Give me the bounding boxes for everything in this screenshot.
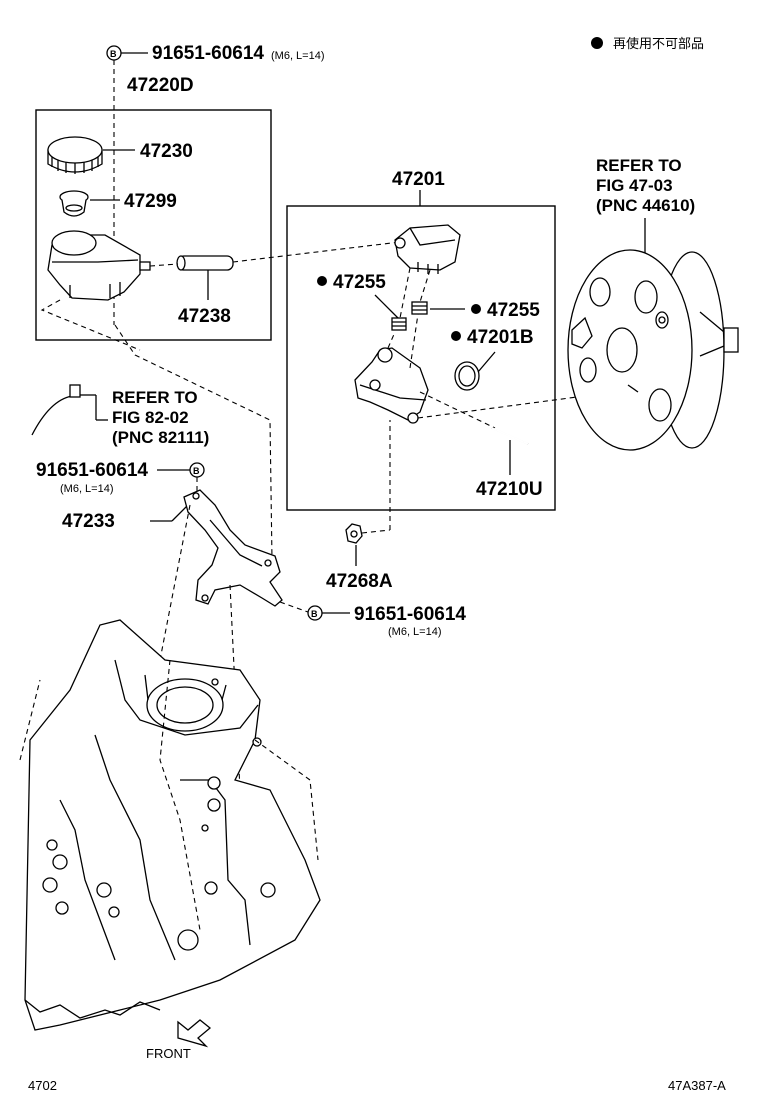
refer-sensor-line3: (PNC 82111) <box>112 428 209 447</box>
grommet <box>59 190 89 217</box>
oring-label: 47201B <box>467 327 534 348</box>
front-label: FRONT <box>146 1046 191 1061</box>
plug-right <box>411 301 428 315</box>
refer-booster-line1: REFER TO <box>596 156 682 175</box>
master-cylinder-box <box>286 205 556 511</box>
plug-left <box>391 317 407 331</box>
non-reusable-marker-icon <box>317 276 327 286</box>
master-cylinder-head <box>394 224 461 274</box>
bolt-icon: B <box>189 462 205 478</box>
bolt-icon: B <box>307 605 323 621</box>
reservoir-tank <box>47 230 151 301</box>
non-reusable-marker-icon <box>471 304 481 314</box>
master-cylinder-body <box>354 347 429 424</box>
refer-booster-line2: FIG 47-03 <box>596 176 673 195</box>
svg-text:B: B <box>110 49 117 59</box>
plug-right-label: 47255 <box>487 300 540 321</box>
bolt-icon: B <box>106 45 122 61</box>
reservoir-assy-label: 47220D <box>127 75 194 96</box>
level-sensor <box>31 384 81 436</box>
svg-text:B: B <box>311 609 318 619</box>
nut-label: 47268A <box>326 571 393 592</box>
grommet-label: 47299 <box>124 191 177 212</box>
pin-label: 47210U <box>476 479 543 500</box>
non-reusable-marker-icon <box>591 37 603 49</box>
page-code-left: 4702 <box>28 1078 57 1093</box>
reservoir-cap <box>47 136 103 174</box>
bolt-mid-number: 91651-60614 <box>36 460 148 481</box>
refer-sensor-line2: FIG 82-02 <box>112 408 189 427</box>
bolt-low-number: 91651-60614 <box>354 604 466 625</box>
non-reusable-marker-icon <box>451 331 461 341</box>
bracket-label: 47233 <box>62 511 115 532</box>
bolt-low-spec: (M6, L=14) <box>388 626 442 638</box>
legend-text: 再使用不可部品 <box>613 36 704 51</box>
page-code-right: 47A387-A <box>668 1078 726 1093</box>
plug-left-label: 47255 <box>333 272 386 293</box>
reservoir-box <box>35 109 272 341</box>
bolt-mid-spec: (M6, L=14) <box>60 483 114 495</box>
master-cylinder-label: 47201 <box>392 169 445 190</box>
hose <box>176 255 234 271</box>
refer-booster-line3: (PNC 44610) <box>596 196 695 215</box>
bolt-top-spec: (M6, L=14) <box>271 50 325 62</box>
svg-text:B: B <box>193 466 200 476</box>
cap-label: 47230 <box>140 141 193 162</box>
refer-sensor-line1: REFER TO <box>112 388 198 407</box>
brake-booster <box>567 249 739 451</box>
bolt-top-number: 91651-60614 <box>152 43 264 64</box>
hose-label: 47238 <box>178 306 231 327</box>
front-arrow-icon <box>177 1019 212 1048</box>
bracket <box>183 489 283 607</box>
nut <box>345 523 363 544</box>
vehicle-body-panel <box>24 619 321 1031</box>
